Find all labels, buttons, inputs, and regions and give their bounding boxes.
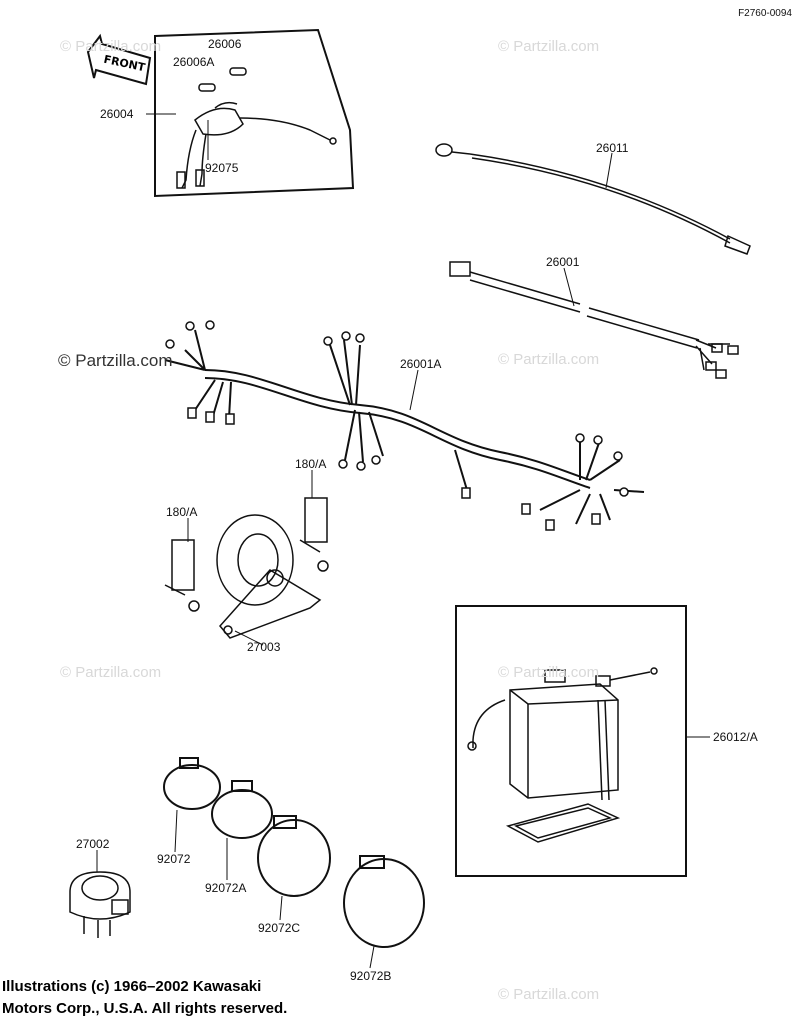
ground-cable-icon — [435, 143, 751, 255]
watermark: © Partzilla.com — [58, 351, 173, 370]
label-180A-left: 180/A — [166, 505, 198, 519]
label-26006A: 26006A — [173, 55, 215, 69]
leader-lines — [96, 113, 710, 969]
label-92072: 92072 — [157, 852, 191, 866]
watermark: © Partzilla.com — [60, 38, 162, 55]
label-26011: 26011 — [596, 141, 629, 155]
watermark: © Partzilla.com — [498, 664, 600, 681]
label-26004: 26004 — [100, 107, 134, 121]
watermark: © Partzilla.com — [498, 38, 600, 55]
harness-connectors-icon — [165, 320, 629, 531]
front-arrow-icon: FRONT — [86, 33, 152, 86]
watermark: © Partzilla.com — [498, 986, 600, 1003]
label-92072B: 92072B — [350, 969, 392, 983]
label-92072A: 92072A — [205, 881, 247, 895]
copyright-notice: Illustrations (c) 1966–2002 Kawasaki Mot… — [2, 976, 287, 1020]
copyright-line-1: Illustrations (c) 1966–2002 Kawasaki — [2, 978, 262, 995]
main-harness-icon — [164, 329, 645, 525]
band-92072-icon — [163, 757, 221, 810]
label-27002: 27002 — [76, 837, 110, 851]
label-26012A: 26012/A — [713, 730, 758, 744]
label-180A-right: 180/A — [295, 457, 327, 471]
copyright-line-2: Motors Corp., U.S.A. All rights reserved… — [2, 1000, 288, 1017]
band-92072A-icon — [211, 780, 273, 839]
label-26001: 26001 — [546, 255, 580, 269]
label-92072C: 92072C — [258, 921, 301, 935]
label-92075: 92075 — [205, 161, 239, 175]
watermark: © Partzilla.com — [60, 664, 162, 681]
fuse-box-panel — [154, 28, 355, 198]
figure-code: F2760-0094 — [738, 8, 792, 19]
horn-icon — [164, 497, 329, 639]
battery-icon — [467, 667, 658, 843]
label-26006: 26006 — [208, 37, 242, 51]
watermark: © Partzilla.com — [498, 351, 600, 368]
label-26001A: 26001A — [400, 357, 442, 371]
band-92072B-icon — [343, 855, 425, 948]
label-27003: 27003 — [247, 640, 281, 654]
relay-icon — [69, 871, 131, 938]
band-92072C-icon — [257, 815, 331, 897]
battery-box — [455, 605, 687, 877]
fuse-holder-icon — [176, 67, 337, 189]
harness-26001-icon — [449, 261, 739, 379]
